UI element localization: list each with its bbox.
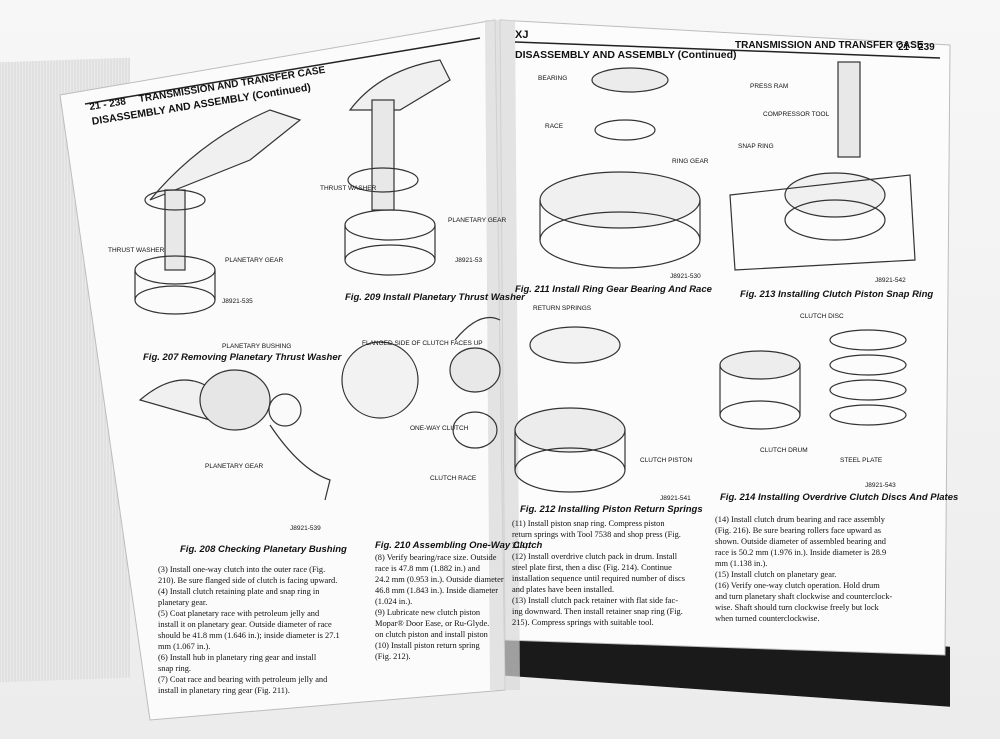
right-col1-line: 215). Compress springs with suitable too…: [512, 618, 654, 627]
right-col1-line: ing downward. Then install retainer snap…: [512, 607, 683, 616]
right-col2-line: (Fig. 216). Be sure bearing rollers face…: [715, 526, 881, 535]
fig214-code: J8921-543: [865, 482, 896, 489]
left-col1-line: install in planetary ring gear (Fig. 211…: [158, 686, 290, 695]
left-body-col1: (3) Install one-way clutch into the oute…: [158, 565, 340, 695]
fig207-label-thrust-washer: THRUST WASHER: [108, 247, 165, 254]
fig208-code: J8921-539: [290, 525, 321, 532]
left-header-rule: [84, 37, 481, 105]
fig211-label-bearing: BEARING: [538, 75, 567, 82]
fig213-caption: Fig. 213 Installing Clutch Piston Snap R…: [740, 289, 933, 300]
fig209-label-thrust-washer: THRUST WASHER: [320, 185, 377, 192]
left-col2-line: (1.024 in.).: [375, 597, 412, 606]
fig214-label-clutch-drum: CLUTCH DRUM: [760, 447, 808, 454]
left-col2-line: 46.8 mm (1.843 in.). Inside diameter: [375, 586, 498, 595]
right-col1-line: and plates have been installed.: [512, 585, 614, 594]
spine-shadow: [485, 20, 520, 690]
fig207-code: J8921-535: [222, 298, 253, 305]
left-col2-line: (8) Verify bearing/race size. Outside: [375, 553, 497, 562]
right-col2-line: shown. Outside diameter of assembled bea…: [715, 537, 887, 546]
fig213-label-snap-ring: SNAP RING: [738, 143, 774, 150]
left-col1-line: planetary gear.: [158, 598, 207, 607]
right-col1-line: return springs with Tool 7538 and shop p…: [512, 530, 681, 539]
right-col2-line: (16) Verify one-way clutch operation. Ho…: [715, 581, 880, 590]
right-header-rule: [514, 41, 941, 59]
left-body-col2: (8) Verify bearing/race size. Outside ra…: [375, 553, 504, 661]
left-col2-line: on clutch piston and install piston: [375, 630, 489, 639]
left-col2-line: (Fig. 212).: [375, 652, 411, 661]
right-col1-line: (11) Install piston snap ring. Compress …: [512, 519, 665, 528]
left-col1-line: (3) Install one-way clutch into the oute…: [158, 565, 325, 574]
figure-211-illustration: [539, 67, 701, 269]
fig209-code: J8921-53: [455, 257, 482, 264]
left-col2-line: (9) Lubricate new clutch piston: [375, 608, 481, 617]
right-page-number: 21 - 239: [898, 42, 935, 53]
right-page-tag: XJ: [515, 29, 528, 41]
right-section-head: DISASSEMBLY AND ASSEMBLY (Continued): [515, 49, 737, 61]
left-col2-line: race is 47.8 mm (1.882 in.) and: [375, 564, 481, 573]
figure-207-illustration: [134, 109, 302, 315]
left-col2-line: 24.2 mm (0.953 in.). Outside diameter: [375, 575, 504, 584]
fig211-label-ring-gear: RING GEAR: [672, 158, 709, 165]
figure-213-illustration: [729, 61, 916, 271]
fig208-label-planetary-bushing: PLANETARY BUSHING: [222, 343, 291, 350]
fig211-label-race: RACE: [545, 123, 564, 130]
right-col2-line: (15) Install clutch on planetary gear.: [715, 570, 836, 579]
left-col1-line: mm (1.067 in.).: [158, 642, 210, 651]
fig210-label-one-way-clutch: ONE-WAY CLUTCH: [410, 425, 469, 432]
fig210-label-clutch-race: CLUTCH RACE: [430, 475, 477, 482]
left-col1-line: should be 41.8 mm (1.646 in.); inside di…: [158, 631, 340, 640]
left-col1-line: (7) Coat race and bearing with petroleum…: [158, 675, 328, 684]
figure-209-illustration: [344, 59, 451, 276]
fig212-code: J8921-541: [660, 495, 691, 502]
fig211-code: J8921-530: [670, 273, 701, 280]
fig212-label-clutch-piston: CLUTCH PISTON: [640, 457, 693, 464]
fig209-label-planetary-gear: PLANETARY GEAR: [448, 217, 506, 224]
right-body-col1: (11) Install piston snap ring. Compress …: [512, 519, 685, 627]
fig210-caption: Fig. 210 Assembling One-Way Clutch: [375, 540, 543, 551]
right-running-head: TRANSMISSION AND TRANSFER CASE: [735, 40, 924, 51]
right-col2-line: wise. Shaft should turn clockwise freely…: [715, 603, 880, 612]
left-col2-line: Mopar® Door Ease, or Ru-Glyde.: [375, 619, 489, 628]
figure-210-illustration: [341, 316, 501, 449]
fig207-label-planetary-gear: PLANETARY GEAR: [225, 257, 283, 264]
left-col1-line: (5) Coat planetary race with petroleum j…: [158, 609, 320, 618]
fig214-label-clutch-disc: CLUTCH DISC: [800, 313, 844, 320]
left-col1-line: install it on planetary gear. Outside di…: [158, 620, 332, 629]
fig210-label-flanged-side: FLANGED SIDE OF CLUTCH FACES UP: [362, 340, 483, 347]
fig211-caption: Fig. 211 Install Ring Gear Bearing And R…: [515, 284, 713, 295]
right-col2-line: and turn planetary shaft clockwise and c…: [715, 592, 892, 601]
figure-212-illustration: [514, 326, 626, 493]
fig208-caption: Fig. 208 Checking Planetary Bushing: [180, 544, 347, 555]
right-col2-line: race is 50.2 mm (1.976 in.). Inside diam…: [715, 548, 886, 557]
fig208-label-planetary-gear: PLANETARY GEAR: [205, 463, 263, 470]
right-body-col2: (14) Install clutch drum bearing and rac…: [715, 515, 892, 623]
fig207-caption: Fig. 207 Removing Planetary Thrust Washe…: [143, 352, 343, 363]
left-col1-line: 210). Be sure flanged side of clutch is …: [158, 576, 337, 585]
fig213-label-press-ram: PRESS RAM: [750, 83, 788, 90]
left-col1-line: (6) Install hub in planetary ring gear a…: [158, 653, 317, 662]
right-col1-line: 213).: [512, 541, 529, 550]
right-col2-line: mm (1.138 in.).: [715, 559, 767, 568]
fig214-label-steel-plate: STEEL PLATE: [840, 457, 883, 464]
right-col2-line: when turned counterclockwise.: [715, 614, 819, 623]
left-col1-line: (4) Install clutch retaining plate and s…: [158, 587, 320, 596]
fig213-label-compressor-tool: COMPRESSOR TOOL: [763, 111, 830, 118]
fig209-caption: Fig. 209 Install Planetary Thrust Washer: [345, 292, 526, 303]
fig213-code: J8921-542: [875, 277, 906, 284]
right-col1-line: installation sequence until required num…: [512, 574, 685, 583]
left-col2-line: (10) Install piston return spring: [375, 641, 480, 650]
fig212-caption: Fig. 212 Installing Piston Return Spring…: [520, 504, 703, 515]
left-col1-line: snap ring.: [158, 664, 191, 673]
fig212-label-return-springs: RETURN SPRINGS: [533, 305, 592, 312]
right-col1-line: steel plate first, then a disc (Fig. 214…: [512, 563, 672, 572]
figure-208-illustration: [138, 369, 331, 501]
figure-214-illustration: [719, 329, 907, 430]
right-col2-line: (14) Install clutch drum bearing and rac…: [715, 515, 886, 524]
right-col1-line: (12) Install overdrive clutch pack in dr…: [512, 552, 678, 561]
fig214-caption: Fig. 214 Installing Overdrive Clutch Dis…: [720, 492, 958, 503]
right-col1-line: (13) Install clutch pack retainer with f…: [512, 596, 678, 605]
